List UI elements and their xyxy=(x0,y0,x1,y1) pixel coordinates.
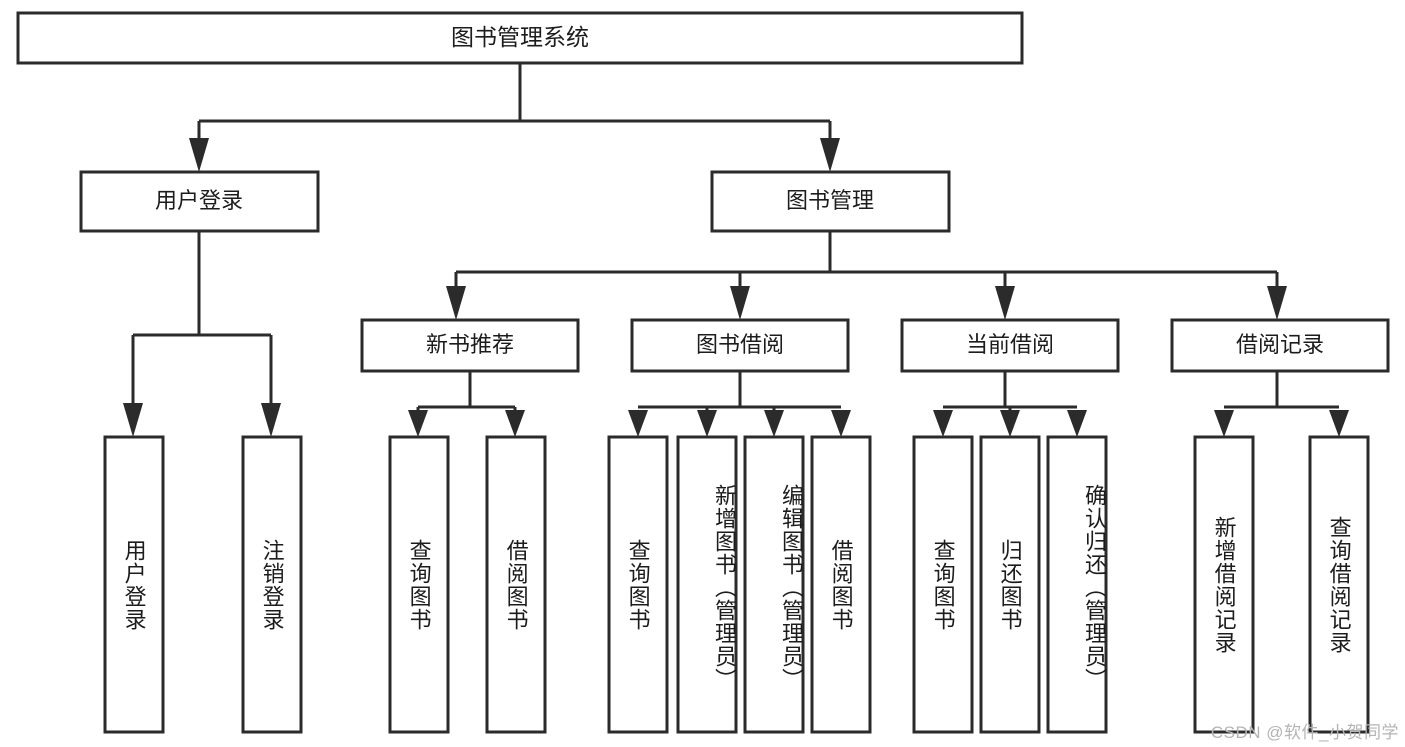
connector-group-borrow-record xyxy=(1214,371,1349,437)
connector-group-book-manage xyxy=(446,231,1287,320)
arrow-head-icon xyxy=(820,138,840,172)
node-current-borrow-box[interactable] xyxy=(900,318,1120,373)
leaf-box-new-book-2[interactable] xyxy=(485,435,547,734)
leaf-box-book-borrow-3[interactable] xyxy=(743,435,805,734)
node-book-borrow[interactable]: 图书借阅 xyxy=(630,318,850,373)
node-book-manage[interactable]: 图书管理 xyxy=(710,170,951,233)
node-root-label: 图书管理系统 xyxy=(451,24,589,50)
leaf-box-user-login-2[interactable] xyxy=(241,435,303,734)
node-root-box[interactable] xyxy=(16,11,1024,65)
leaf-box-current-borrow-3[interactable] xyxy=(1046,435,1108,734)
leaf-boxes-user-login xyxy=(103,435,303,734)
arrow-head-icon xyxy=(408,410,428,437)
leaf-boxes-borrow-record xyxy=(1193,435,1370,734)
leaf-box-book-borrow-4[interactable] xyxy=(810,435,872,734)
arrow-head-icon xyxy=(628,410,648,437)
arrow-head-icon xyxy=(730,286,750,320)
node-new-book-recommend[interactable]: 新书推荐 xyxy=(360,318,580,373)
arrow-head-icon xyxy=(1214,410,1234,437)
node-new-book-recommend-box[interactable] xyxy=(360,318,580,373)
csdn-watermark: CSDN @软件_小贺同学 xyxy=(1210,723,1399,742)
connector-group-book-borrow xyxy=(628,371,851,437)
leaf-boxes-new-book xyxy=(388,435,547,734)
node-borrow-record-label: 借阅记录 xyxy=(1236,332,1324,357)
node-book-borrow-label: 图书借阅 xyxy=(696,332,784,357)
node-borrow-record-box[interactable] xyxy=(1170,318,1390,373)
arrow-head-icon xyxy=(1267,286,1287,320)
leaf-box-user-login-1[interactable] xyxy=(103,435,165,734)
connector-group-current-borrow xyxy=(933,371,1087,437)
arrow-head-icon xyxy=(261,403,281,437)
leaf-box-borrow-record-1[interactable] xyxy=(1193,435,1255,734)
node-user-login[interactable]: 用户登录 xyxy=(79,170,320,233)
arrow-head-icon xyxy=(995,286,1015,320)
leaf-boxes-current-borrow xyxy=(912,435,1108,734)
leaf-box-current-borrow-1[interactable] xyxy=(912,435,974,734)
connector-group-root xyxy=(189,63,840,172)
arrow-head-icon xyxy=(189,138,209,172)
node-new-book-recommend-label: 新书推荐 xyxy=(426,332,514,357)
node-book-manage-label: 图书管理 xyxy=(786,188,874,213)
arrow-head-icon xyxy=(1329,410,1349,437)
arrow-head-icon xyxy=(505,410,525,437)
node-root[interactable]: 图书管理系统 xyxy=(16,11,1024,65)
leaf-box-current-borrow-2[interactable] xyxy=(979,435,1041,734)
connector-group-user-login xyxy=(123,231,281,437)
connector-group-new-book xyxy=(408,371,525,437)
arrow-head-icon xyxy=(831,410,851,437)
node-book-borrow-box[interactable] xyxy=(630,318,850,373)
arrow-head-icon xyxy=(764,410,784,437)
arrow-head-icon xyxy=(697,410,717,437)
node-book-manage-box[interactable] xyxy=(710,170,951,233)
node-current-borrow-label: 当前借阅 xyxy=(966,332,1054,357)
arrow-head-icon xyxy=(1067,410,1087,437)
arrow-head-icon xyxy=(123,403,143,437)
leaf-box-new-book-1[interactable] xyxy=(388,435,450,734)
node-current-borrow[interactable]: 当前借阅 xyxy=(900,318,1120,373)
node-user-login-label: 用户登录 xyxy=(155,188,243,213)
node-user-login-box[interactable] xyxy=(79,170,320,233)
arrow-head-icon xyxy=(933,410,953,437)
leaf-box-book-borrow-2[interactable] xyxy=(676,435,738,734)
leaf-boxes-book-borrow xyxy=(607,435,872,734)
leaf-box-book-borrow-1[interactable] xyxy=(607,435,669,734)
arrow-head-icon xyxy=(446,286,466,320)
leaf-box-borrow-record-2[interactable] xyxy=(1308,435,1370,734)
node-borrow-record[interactable]: 借阅记录 xyxy=(1170,318,1390,373)
arrow-head-icon xyxy=(1000,410,1020,437)
